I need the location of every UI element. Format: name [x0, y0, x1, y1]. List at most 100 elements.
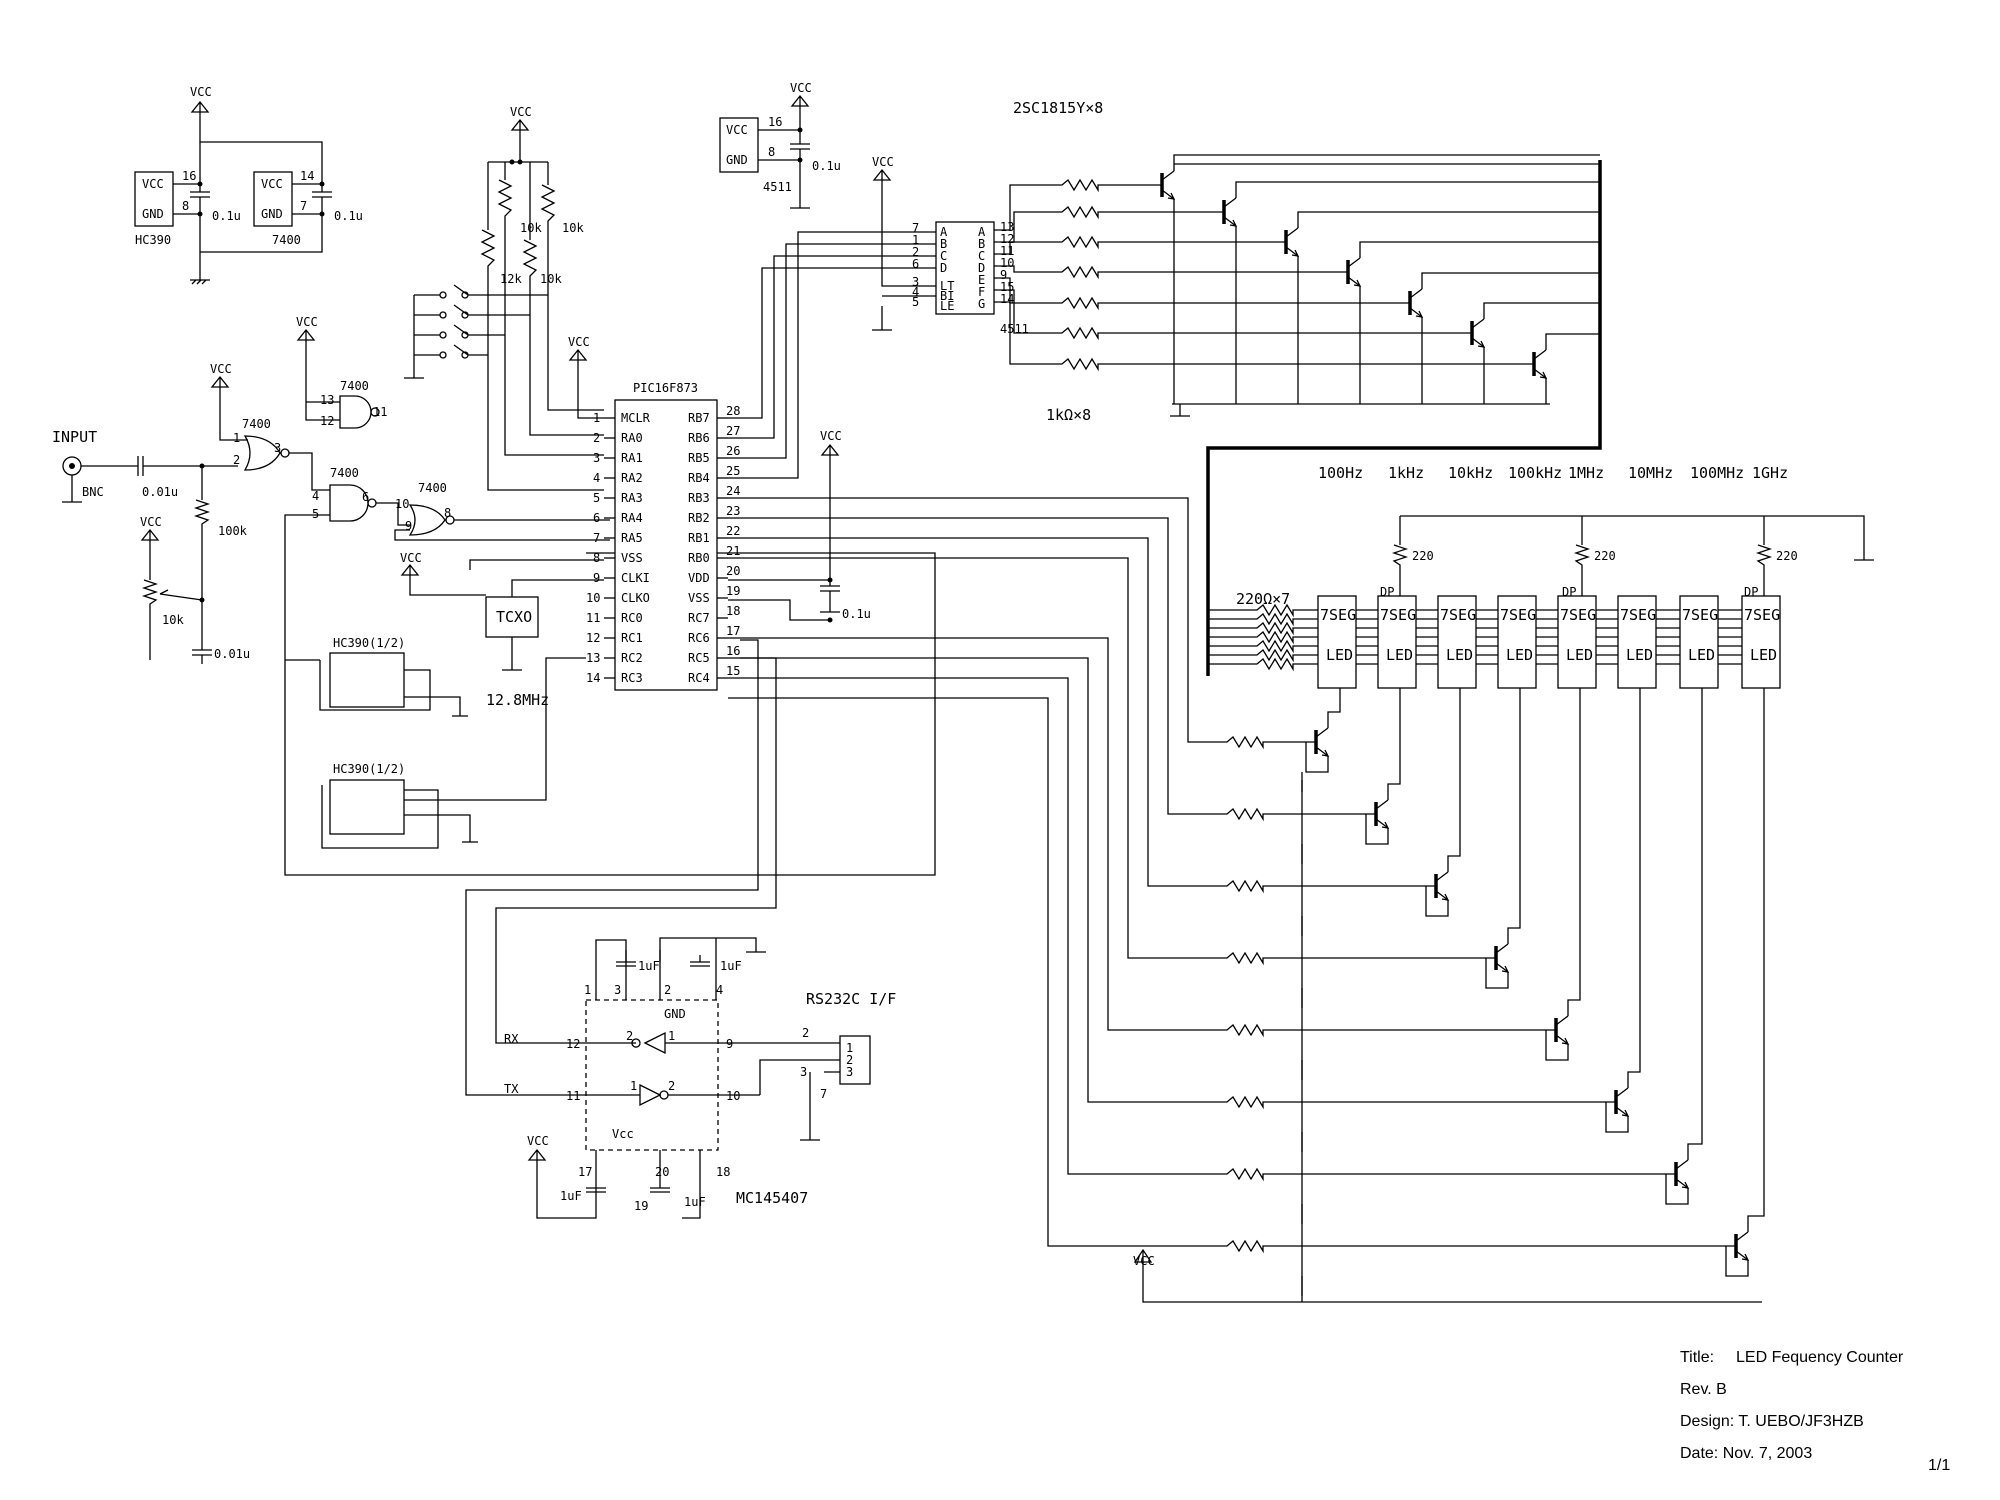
resistor [1210, 879, 1280, 894]
vcc-label: VCC [190, 85, 212, 99]
vcc-label: Vcc [612, 1127, 634, 1141]
pin: 2 [668, 1079, 675, 1093]
svg-text:20: 20 [726, 564, 740, 578]
ic7400-gnd-label: GND [261, 207, 283, 221]
svg-text:LE: LE [940, 299, 954, 313]
pin-16: 16 [768, 115, 782, 129]
pin: 20 [655, 1165, 669, 1179]
pin: 4 [312, 489, 319, 503]
resistor [1050, 296, 1110, 311]
svg-text:D: D [978, 261, 985, 275]
range-label: 1kHz [1388, 464, 1424, 482]
pin: 3 [800, 1065, 807, 1079]
svg-text:A: A [978, 225, 986, 239]
pin: 19 [634, 1199, 648, 1213]
svg-text:RB7: RB7 [688, 411, 710, 425]
svg-text:VDD: VDD [688, 571, 710, 585]
svg-text:RB5: RB5 [688, 451, 710, 465]
counter-label: HC390(1/2) [333, 636, 405, 650]
hc390-power-box [134, 171, 174, 227]
ic7400-label: 7400 [272, 233, 301, 247]
svg-text:MCLR: MCLR [621, 411, 651, 425]
pin-8: 8 [182, 199, 189, 213]
svg-text:RC4: RC4 [688, 671, 710, 685]
cap-label: 0.1u [842, 607, 871, 621]
resistor [1240, 657, 1310, 672]
svg-text:CLKO: CLKO [621, 591, 650, 605]
svg-text:27: 27 [726, 424, 740, 438]
cap-label: 1uF [638, 959, 660, 973]
svg-text:18: 18 [726, 604, 740, 618]
vcc-label: VCC [820, 429, 842, 443]
gate-2: 7400 4 5 6 [284, 466, 936, 876]
svg-text:RA5: RA5 [621, 531, 643, 545]
svg-text:F: F [978, 285, 985, 299]
res-label: 220 [1412, 549, 1434, 563]
svg-text:2: 2 [846, 1053, 853, 1067]
range-label: 100Hz [1318, 464, 1363, 482]
svg-text:7SEG: 7SEG [1380, 606, 1416, 624]
pin: 6 [362, 490, 369, 504]
npn-transistor [1470, 318, 1486, 348]
pot-label: 10k [162, 613, 184, 627]
svg-text:7SEG: 7SEG [1744, 606, 1780, 624]
svg-text:LED: LED [1688, 646, 1715, 664]
svg-text:G: G [978, 297, 985, 311]
svg-text:3: 3 [593, 451, 600, 465]
svg-text:16: 16 [726, 644, 740, 658]
pin: 18 [716, 1165, 730, 1179]
resistor [1210, 735, 1280, 750]
date: Date: Nov. 7, 2003 [1680, 1445, 1812, 1462]
svg-text:13: 13 [586, 651, 600, 665]
resistor [1050, 235, 1110, 250]
pin: 9 [405, 519, 412, 533]
svg-text:7SEG: 7SEG [1620, 606, 1656, 624]
resistor [1240, 648, 1310, 663]
tcxo-block: VCC TCXO 12.8MHz [400, 551, 604, 709]
pic-body [614, 399, 718, 691]
svg-text:10: 10 [586, 591, 600, 605]
svg-text:7SEG: 7SEG [1440, 606, 1476, 624]
svg-text:5: 5 [912, 295, 919, 309]
svg-text:LED: LED [1750, 646, 1777, 664]
ic7400-power-box [253, 171, 293, 227]
gate-label: 7400 [340, 379, 369, 393]
resistor [1210, 1239, 1280, 1254]
vcc-label: VCC [510, 105, 532, 119]
wire [728, 267, 936, 419]
counter-label: HC390(1/2) [333, 762, 405, 776]
pin-7: 7 [300, 199, 307, 213]
svg-text:RB3: RB3 [688, 491, 710, 505]
svg-text:2: 2 [593, 431, 600, 445]
svg-text:1: 1 [912, 233, 919, 247]
pic-pin: VDD 20 [688, 564, 740, 585]
seven-seg-display: 7SEG LED [1741, 595, 1781, 689]
svg-text:RC3: RC3 [621, 671, 643, 685]
vcc-label: VCC [1133, 1254, 1155, 1268]
res-label: 10k [540, 272, 562, 286]
wire [728, 243, 936, 459]
svg-text:RA0: RA0 [621, 431, 643, 445]
power-decoupling-block: VCC VCC GND HC390 16 8 0.1u VCC GND 7400… [134, 85, 363, 285]
svg-text:7SEG: 7SEG [1320, 606, 1356, 624]
title-label: Title: [1680, 1349, 1714, 1366]
pin: 11 [373, 405, 387, 419]
pin: 9 [726, 1037, 733, 1051]
pic-pin: 2 RA0 [593, 431, 643, 445]
svg-text:C: C [978, 249, 985, 263]
sheet-number: 1/1 [1928, 1457, 1950, 1474]
npn-transistor [1674, 1159, 1690, 1189]
svg-text:1: 1 [846, 1041, 853, 1055]
